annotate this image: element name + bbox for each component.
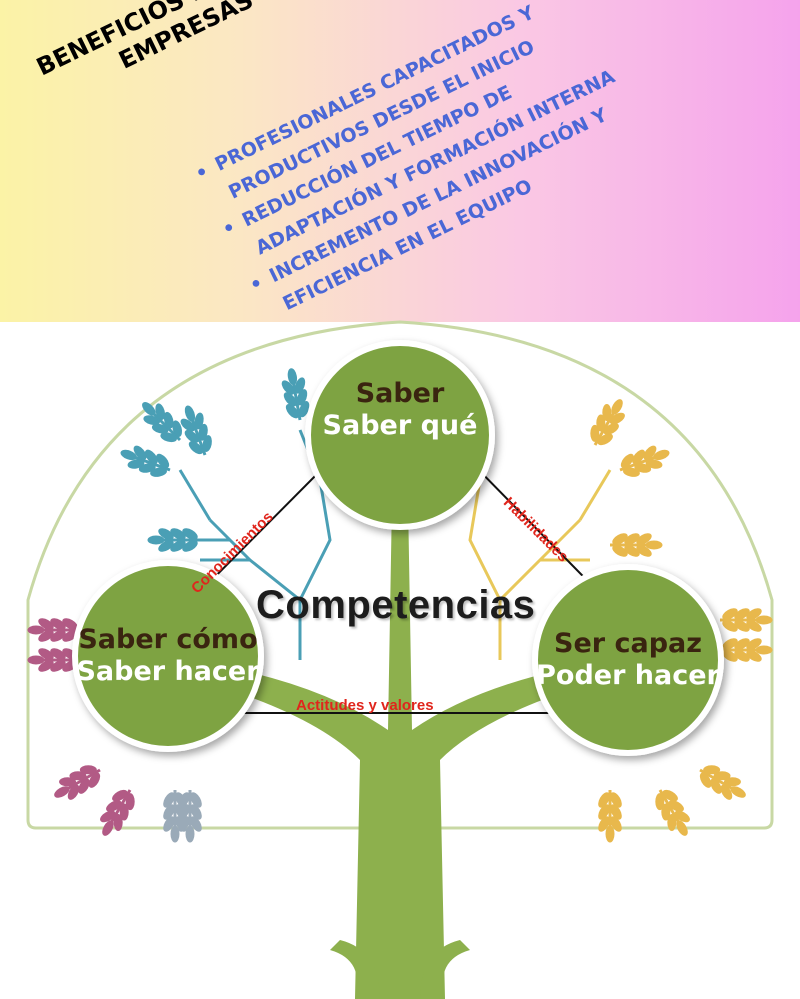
canopy-outline xyxy=(26,320,774,830)
left-branches xyxy=(178,429,332,660)
trunk xyxy=(230,500,570,999)
node-top-line2: Saber qué xyxy=(322,410,478,441)
node-right-line1: Ser capaz xyxy=(554,628,702,659)
right-branches xyxy=(468,469,612,660)
node-top-line1: Saber xyxy=(355,378,445,409)
node-top xyxy=(305,340,495,530)
node-left-line2: Saber hacer xyxy=(76,656,260,687)
left-grey-wheat xyxy=(160,788,205,844)
node-left-line1: Saber cómo xyxy=(78,624,258,655)
node-right-line2: Poder hacer xyxy=(536,660,720,691)
edge-label-bottom: Actitudes y valores xyxy=(296,697,434,714)
node-right xyxy=(532,564,724,756)
node-left-label: Saber cómo Saber hacer xyxy=(68,626,268,685)
node-left xyxy=(72,560,264,752)
center-title: Competencias xyxy=(256,583,536,627)
node-circles xyxy=(72,340,724,756)
node-right-label: Ser capaz Poder hacer xyxy=(528,630,728,689)
node-top-label: Saber Saber qué xyxy=(310,380,490,439)
